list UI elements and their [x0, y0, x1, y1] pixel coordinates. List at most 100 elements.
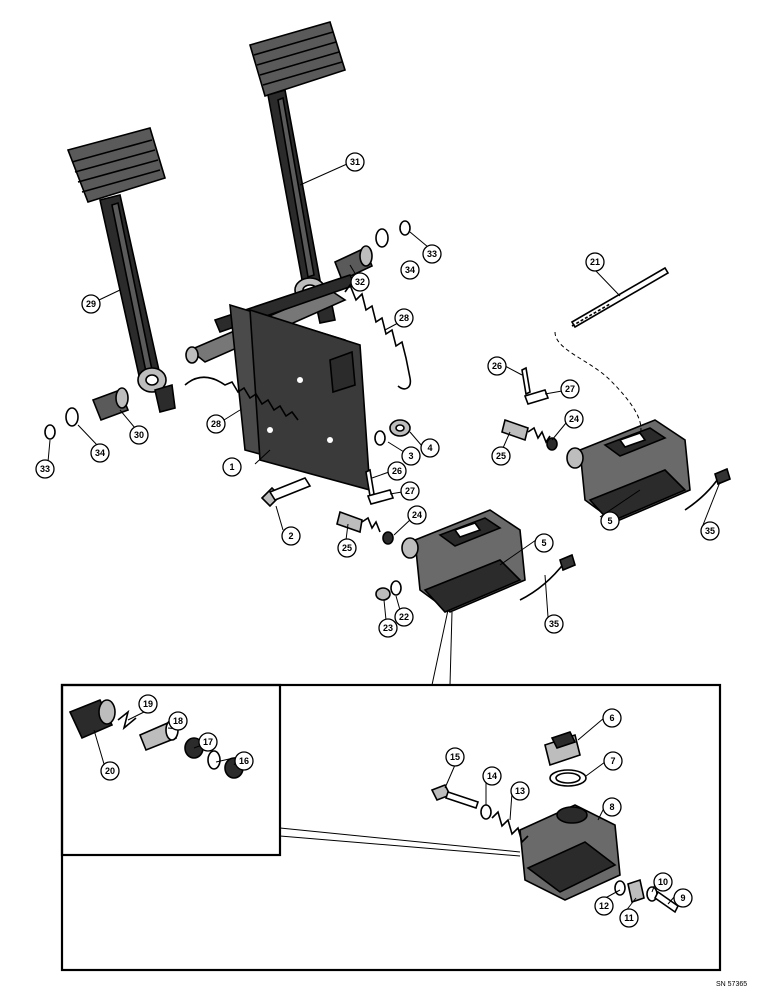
- callout-21: 21: [585, 252, 605, 272]
- clevis-upper: [501, 366, 558, 451]
- callout-circle: [653, 872, 673, 892]
- callout-number: 30: [134, 430, 144, 440]
- callout-number: 27: [565, 384, 575, 394]
- callout-23: 23: [378, 618, 398, 638]
- callout-number: 25: [496, 451, 506, 461]
- callout-circle: [90, 443, 110, 463]
- callout-34: 34: [400, 260, 420, 280]
- washer-3: [374, 430, 386, 446]
- callout-28: 28: [206, 414, 226, 434]
- callout-number: 16: [239, 756, 249, 766]
- callout-number: 8: [609, 802, 614, 812]
- callout-number: 1: [229, 462, 234, 472]
- callout-circle: [602, 797, 622, 817]
- callout-7: 7: [603, 751, 623, 771]
- callout-circle: [337, 538, 357, 558]
- callout-number: 19: [143, 699, 153, 709]
- callout-circle: [394, 607, 414, 627]
- filler-cap: [544, 731, 581, 767]
- callout-circle: [81, 294, 101, 314]
- callout-4: 4: [420, 438, 440, 458]
- callout-8: 8: [602, 797, 622, 817]
- callout-circle: [378, 618, 398, 638]
- callout-circle: [673, 888, 693, 908]
- callout-number: 13: [515, 786, 525, 796]
- callout-circle: [482, 766, 502, 786]
- detail-view-box: [60, 683, 722, 972]
- callout-17: 17: [198, 732, 218, 752]
- callout-number: 5: [607, 516, 612, 526]
- bolt-9: [653, 890, 680, 914]
- callout-6: 6: [602, 708, 622, 728]
- callout-circle: [168, 711, 188, 731]
- callout-circle: [345, 152, 365, 172]
- washer-33-right: [399, 220, 411, 236]
- callout-number: 4: [427, 443, 432, 453]
- callout-number: 35: [549, 619, 559, 629]
- callout-number: 26: [392, 466, 402, 476]
- callout-16: 16: [234, 751, 254, 771]
- callout-26: 26: [487, 356, 507, 376]
- pushrod-21: [554, 266, 670, 436]
- callout-circle: [564, 409, 584, 429]
- leader-lines: [47, 163, 721, 913]
- callout-3: 3: [401, 446, 421, 466]
- callout-26: 26: [387, 461, 407, 481]
- callout-number: 25: [342, 543, 352, 553]
- callout-number: 23: [383, 623, 393, 633]
- callout-circle: [222, 457, 242, 477]
- callout-circle: [534, 533, 554, 553]
- master-cylinder-detail: [519, 804, 621, 901]
- callout-5: 5: [600, 511, 620, 531]
- callout-27: 27: [560, 379, 580, 399]
- left-brake-pedal: [66, 127, 176, 413]
- callout-circle: [544, 614, 564, 634]
- master-cylinder-upper: [566, 419, 731, 523]
- callout-circle: [487, 356, 507, 376]
- callout-18: 18: [168, 711, 188, 731]
- callout-28: 28: [394, 308, 414, 328]
- washer-12: [614, 880, 626, 896]
- callout-number: 12: [599, 901, 609, 911]
- callout-circle: [585, 252, 605, 272]
- callout-circle: [350, 272, 370, 292]
- callout-1: 1: [222, 457, 242, 477]
- callout-number: 20: [105, 766, 115, 776]
- callout-number: 21: [590, 257, 600, 267]
- callout-circle: [129, 425, 149, 445]
- callout-number: 14: [487, 771, 497, 781]
- callout-35: 35: [700, 521, 720, 541]
- callout-circle: [206, 414, 226, 434]
- callout-29: 29: [81, 294, 101, 314]
- callout-number: 7: [610, 756, 615, 766]
- callout-number: 26: [492, 361, 502, 371]
- callout-33: 33: [35, 459, 55, 479]
- callout-24: 24: [564, 409, 584, 429]
- callout-number: 5: [541, 538, 546, 548]
- callout-circle: [510, 781, 530, 801]
- callout-number: 28: [211, 419, 221, 429]
- callout-12: 12: [594, 896, 614, 916]
- callout-number: 34: [95, 448, 105, 458]
- callout-number: 27: [405, 486, 415, 496]
- callout-25: 25: [337, 538, 357, 558]
- callout-circle: [602, 708, 622, 728]
- callout-number: 24: [412, 510, 422, 520]
- callout-number: 9: [680, 893, 685, 903]
- callout-5: 5: [534, 533, 554, 553]
- callout-circle: [400, 260, 420, 280]
- callout-19: 19: [138, 694, 158, 714]
- master-cylinder-lower: [401, 509, 576, 613]
- callout-circle: [407, 505, 427, 525]
- callout-number: 22: [399, 612, 409, 622]
- fitting-11: [627, 878, 645, 904]
- callout-number: 35: [705, 526, 715, 536]
- callout-circle: [138, 694, 158, 714]
- callout-circle: [420, 438, 440, 458]
- spring-13: [491, 810, 529, 844]
- callout-number: 28: [399, 313, 409, 323]
- washer-14: [480, 804, 492, 820]
- callout-25: 25: [491, 446, 511, 466]
- callout-9: 9: [673, 888, 693, 908]
